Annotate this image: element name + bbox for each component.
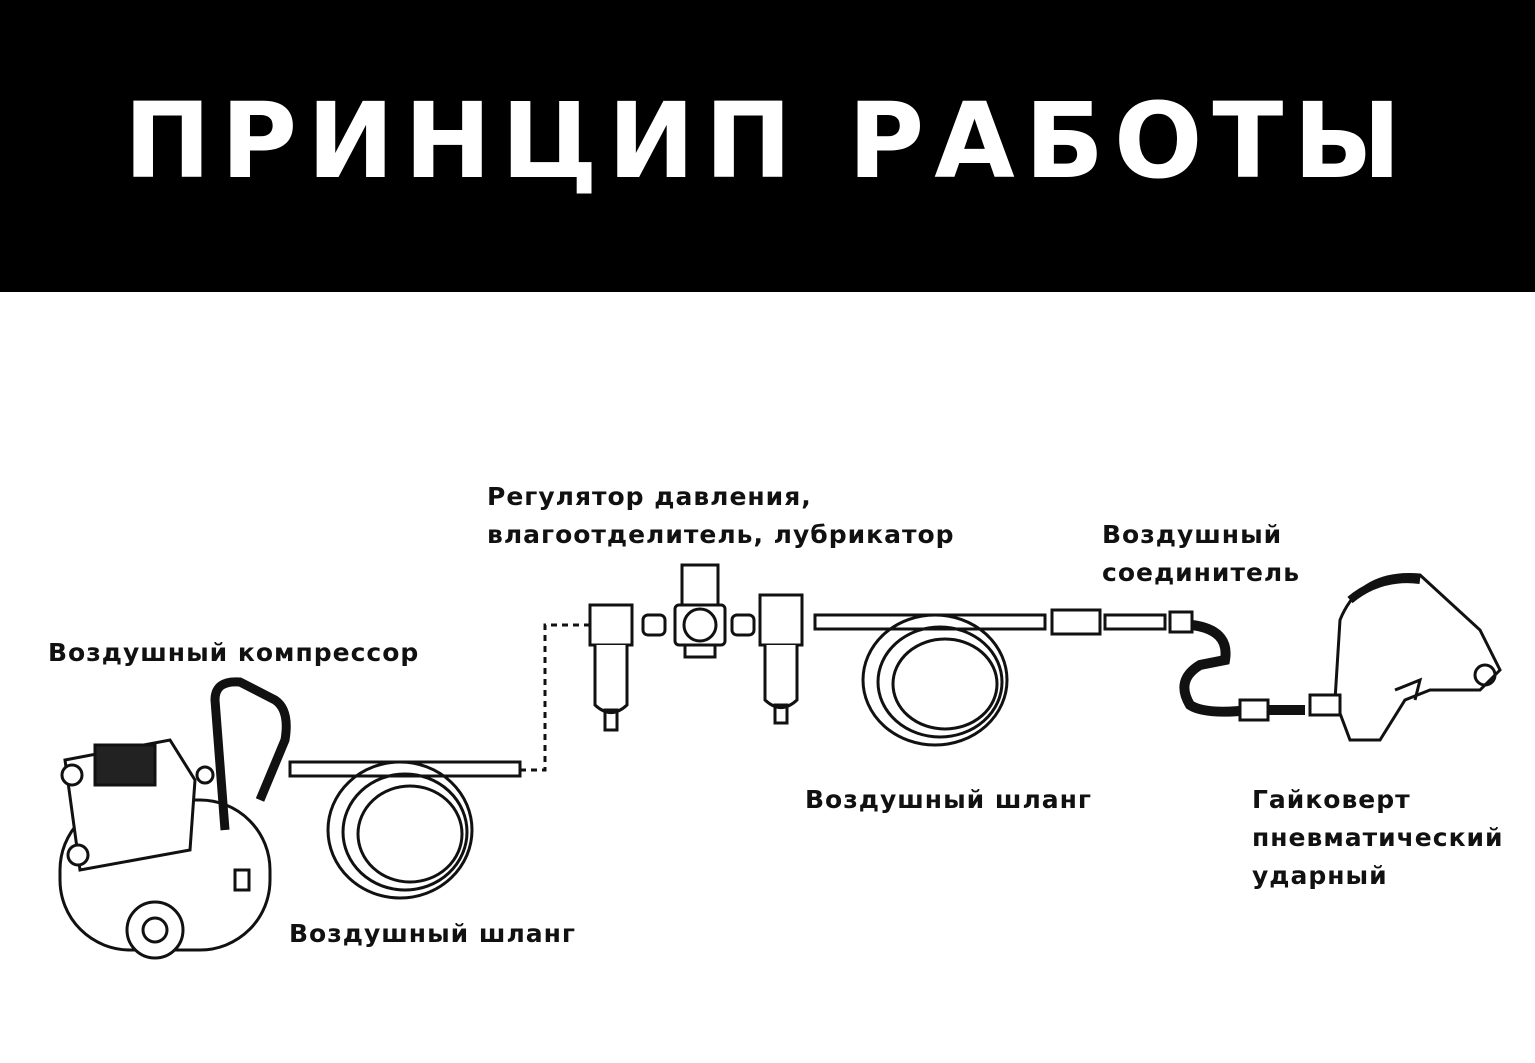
label-frl: Регулятор давления, влагоотделитель, луб… bbox=[487, 478, 955, 554]
air-hose-1-illustration bbox=[288, 623, 590, 900]
air-hose-2-illustration bbox=[813, 613, 1047, 747]
label-coupler-line-1: Воздушный bbox=[1102, 520, 1283, 549]
label-air-hose-2: Воздушный шланг bbox=[805, 785, 1092, 814]
label-coupler-line-2: соединитель bbox=[1102, 558, 1301, 587]
label-frl-line-1: Регулятор давления, bbox=[487, 482, 812, 511]
label-air-hose-1: Воздушный шланг bbox=[289, 919, 576, 948]
label-air-compressor: Воздушный компрессор bbox=[48, 638, 420, 667]
label-air-coupler: Воздушный соединитель bbox=[1102, 516, 1300, 592]
frl-unit-illustration bbox=[588, 563, 804, 732]
pneumatic-system-diagram bbox=[58, 563, 1502, 960]
header-banner: ПРИНЦИП РАБОТЫ bbox=[0, 0, 1535, 292]
compressor-illustration bbox=[58, 677, 291, 960]
label-wrench-line-3: ударный bbox=[1252, 861, 1388, 890]
impact-wrench-illustration bbox=[1308, 573, 1502, 742]
label-wrench-line-2: пневматический bbox=[1252, 823, 1504, 852]
air-coupler-illustration bbox=[1050, 608, 1305, 722]
label-frl-line-2: влагоотделитель, лубрикатор bbox=[487, 520, 955, 549]
label-impact-wrench: Гайковерт пневматический ударный bbox=[1252, 781, 1504, 895]
page-title: ПРИНЦИП РАБОТЫ bbox=[123, 80, 1412, 202]
label-wrench-line-1: Гайковерт bbox=[1252, 785, 1411, 814]
